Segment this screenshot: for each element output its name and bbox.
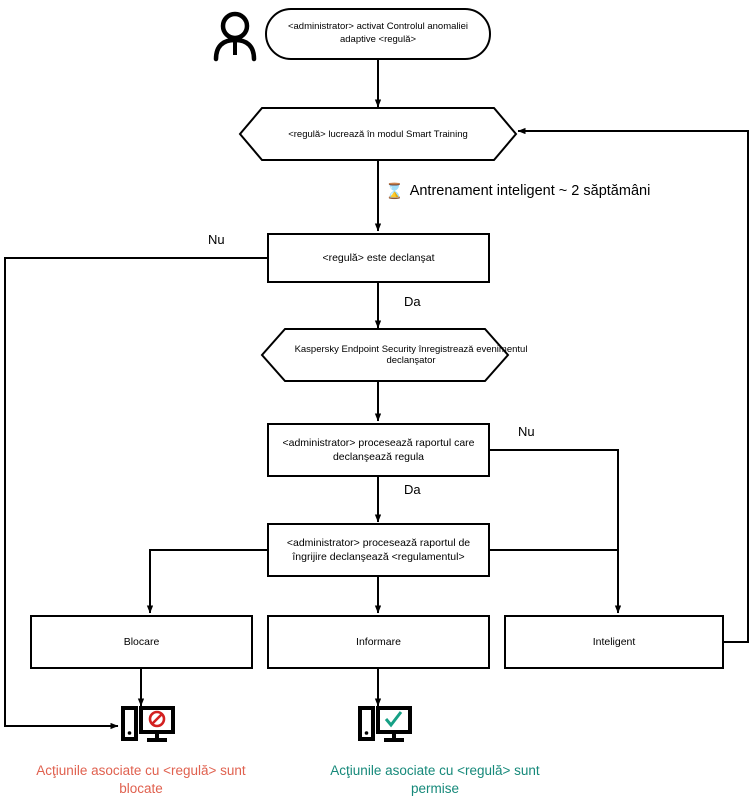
monitor-blocked-icon: [121, 706, 175, 742]
node-inform[interactable]: Informare: [267, 615, 490, 669]
kes-logs-hexagon-shape: [260, 328, 510, 382]
node-rule-triggered[interactable]: <regulă> este declanşat: [267, 233, 490, 283]
edge-label-yes-report: Da: [404, 482, 421, 497]
person-icon: [213, 11, 257, 62]
node-block[interactable]: Blocare: [30, 615, 253, 669]
edge-admin-care-to-block: [146, 549, 267, 614]
node-admin-processes-report[interactable]: <administrator> procesează raportul care…: [267, 423, 490, 477]
caption-allowed: Acţiunile asociate cu <regulă> sunt perm…: [290, 762, 580, 797]
edge-no-rule-triggered-to-blocked: [4, 257, 267, 730]
monitor-allowed-icon: [358, 706, 412, 742]
edge-label-no-report: Nu: [518, 424, 535, 439]
node-smart[interactable]: Inteligent: [504, 615, 724, 669]
edge-smart-loop-back-to-smart-training: [517, 127, 749, 643]
node-start[interactable]: <administrator> activat Controlul anomal…: [265, 8, 491, 60]
edge-label-no-rule-triggered: Nu: [208, 232, 225, 247]
caption-allowed-line1: Acţiunile asociate cu <regulă> sunt: [330, 763, 540, 778]
node-start-label: <administrator> activat Controlul anomal…: [287, 21, 469, 45]
edge-label-yes-rule-triggered: Da: [404, 294, 421, 309]
hourglass-icon: ⌛: [385, 182, 404, 200]
caption-blocked-line2: blocate: [119, 780, 163, 796]
edge-no-report-to-smart: [490, 449, 622, 614]
node-admin-processes-report-label: <administrator> procesează raportul care…: [282, 436, 475, 463]
node-admin-processes-care[interactable]: <administrator> procesează raportul de î…: [267, 523, 490, 577]
node-smart-label: Inteligent: [592, 635, 636, 648]
caption-allowed-line2: permise: [410, 780, 459, 796]
smart-training-hexagon-shape: [238, 107, 518, 161]
annotation-training-time-text: Antrenament inteligent ~ 2 săptămâni: [409, 183, 651, 199]
caption-blocked: Acţiunile asociate cu <regulă> sunt bloc…: [8, 762, 274, 797]
annotation-training-time: ⌛ Antrenament inteligent ~ 2 săptămâni: [385, 183, 650, 199]
node-kes-logs[interactable]: Kaspersky Endpoint Security înregistreaz…: [262, 329, 528, 381]
node-block-label: Blocare: [123, 635, 160, 648]
node-smart-training[interactable]: <regulă> lucrează în modul Smart Trainin…: [240, 108, 516, 160]
node-inform-label: Informare: [356, 635, 401, 648]
node-smart-training-label: <regulă> lucrează în modul Smart Trainin…: [288, 128, 468, 140]
caption-blocked-line1: Acţiunile asociate cu <regulă> sunt: [36, 763, 246, 778]
node-kes-logs-label: Kaspersky Endpoint Security înregistreaz…: [294, 344, 528, 366]
node-rule-triggered-label: <regulă> este declanşat: [322, 251, 435, 264]
node-admin-processes-care-label: <administrator> procesează raportul de î…: [286, 536, 471, 563]
